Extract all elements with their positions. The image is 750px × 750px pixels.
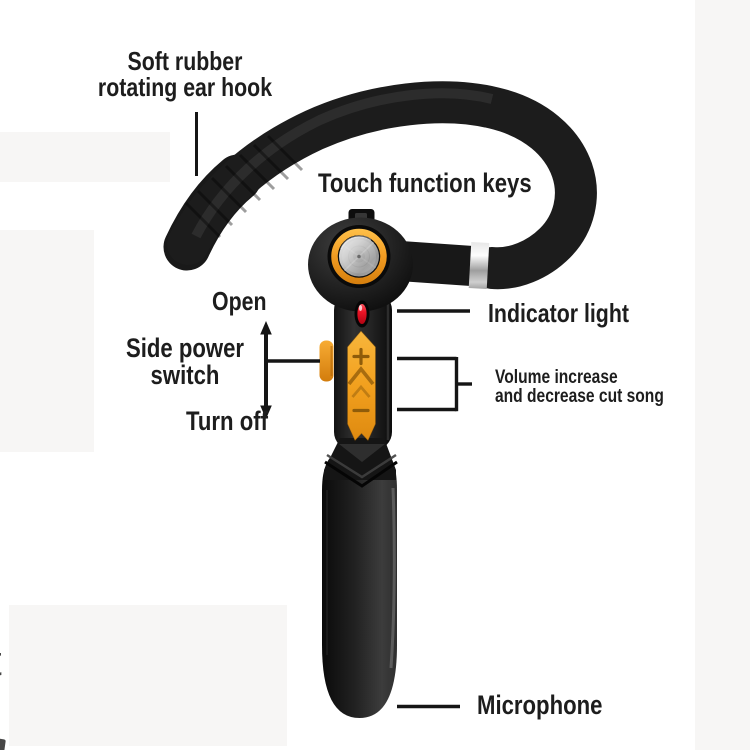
label-side-power: Side power switch [103, 335, 267, 389]
arrow-down-icon [260, 405, 272, 419]
bg-patch-bottom-left [9, 605, 287, 746]
handle [322, 438, 398, 718]
volume-rocker [347, 330, 376, 442]
label-touch-keys: Touch function keys [318, 168, 532, 198]
label-volume-line2: and decrease cut song [495, 386, 664, 407]
bg-patch-left [0, 230, 94, 452]
label-ear-hook-line1: Soft rubber [127, 46, 243, 76]
label-volume: Volume increase and decrease cut song [495, 368, 664, 406]
label-side-power-line1: Side power [125, 333, 245, 363]
arrow-up-icon [260, 321, 272, 335]
touch-function-keypad [308, 209, 413, 312]
label-open: Open [212, 286, 267, 316]
bg-patch-top-left [0, 132, 170, 182]
chevron-up-small-icon [351, 384, 371, 398]
label-indicator: Indicator light [488, 298, 629, 328]
bg-patch-right [695, 0, 750, 750]
callout-lines [195, 112, 472, 709]
orange-ring [331, 228, 387, 285]
indicator-led [354, 300, 370, 328]
label-side-power-line2: switch [150, 360, 220, 390]
soft-rubber-ear-hook [163, 81, 597, 290]
side-power-switch [319, 340, 334, 382]
handle-rim-light [389, 487, 396, 669]
rotation-ring [468, 242, 490, 289]
label-microphone: Microphone [477, 690, 603, 720]
chevron-up-icon [347, 366, 375, 386]
cropped-letter-artifact: t [0, 640, 2, 682]
label-ear-hook-line2: rotating ear hook [97, 72, 273, 102]
label-ear-hook: Soft rubber rotating ear hook [66, 48, 304, 100]
label-volume-line1: Volume increase [495, 367, 618, 388]
ear-hook-ribs [184, 134, 304, 239]
label-turn-off: Turn off [186, 406, 268, 436]
